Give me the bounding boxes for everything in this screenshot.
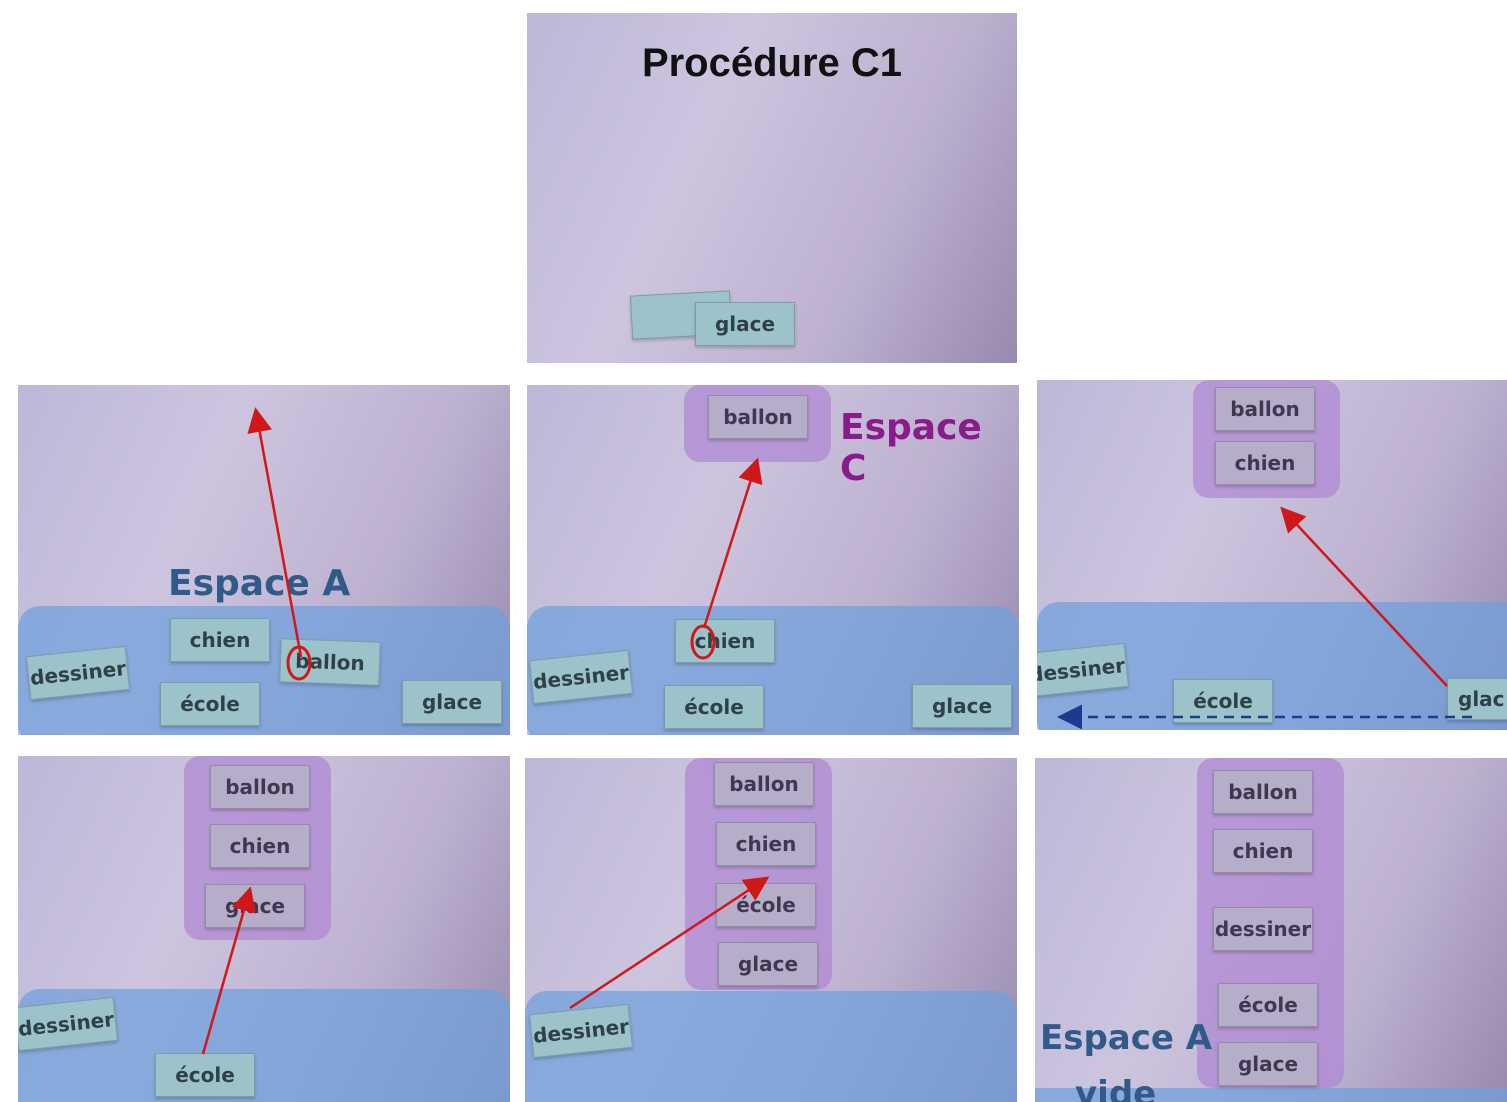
photo-panel-step-2: Espace C ballon dessiner chien école gla… <box>527 385 1019 735</box>
word-card-ecole: école <box>1173 679 1273 723</box>
word-card-glace: glace <box>205 884 305 928</box>
word-card-glace: glace <box>695 302 795 346</box>
photo-panel-step-1: Espace A dessiner chien ballon école gla… <box>18 385 510 735</box>
word-card-chien: chien <box>170 618 270 662</box>
word-card-chien: chien <box>210 824 310 868</box>
espace-a-zone <box>1035 1088 1507 1102</box>
word-card-glace: glace <box>718 942 818 986</box>
espace-a-empty-label: vide <box>1075 1074 1157 1102</box>
espace-c-label: Espace C <box>840 407 982 489</box>
photo-panel-step-4: ballon chien glace dessiner école <box>18 756 510 1102</box>
word-card-ecole: école <box>155 1053 255 1097</box>
word-card-ballon: ballon <box>714 762 814 806</box>
word-card-ballon: ballon <box>279 638 381 686</box>
espace-a-label: Espace A <box>168 563 351 604</box>
photo-panel-initial: Procédure C1 glace <box>527 13 1017 363</box>
word-card-glace: glace <box>912 684 1012 728</box>
word-card-ecole: école <box>664 685 764 729</box>
word-card-ballon: ballon <box>1215 387 1315 431</box>
word-card-chien: chien <box>675 619 775 663</box>
page-title: Procédure C1 <box>641 41 903 85</box>
word-card-ecole: école <box>1218 983 1318 1027</box>
word-card-ballon: ballon <box>708 395 808 439</box>
photo-panel-step-3: ballon chien dessiner école glac <box>1037 380 1507 730</box>
photo-panel-final: ballon chien dessiner école glace Espace… <box>1035 758 1507 1102</box>
espace-a-label: Espace A <box>1040 1018 1213 1058</box>
word-card-glace: glace <box>1218 1042 1318 1086</box>
word-card-glace: glace <box>402 680 502 724</box>
word-card-ballon: ballon <box>210 765 310 809</box>
photo-panel-step-5: ballon chien école glace dessiner <box>525 758 1017 1102</box>
word-card-dessiner: dessiner <box>1213 907 1313 951</box>
word-card-glace-partial: glac <box>1447 678 1507 720</box>
word-card-ecole: école <box>160 682 260 726</box>
word-card-chien: chien <box>1215 441 1315 485</box>
word-card-ballon: ballon <box>1213 770 1313 814</box>
word-card-ecole: école <box>716 883 816 927</box>
word-card-chien: chien <box>716 822 816 866</box>
word-card-chien: chien <box>1213 829 1313 873</box>
